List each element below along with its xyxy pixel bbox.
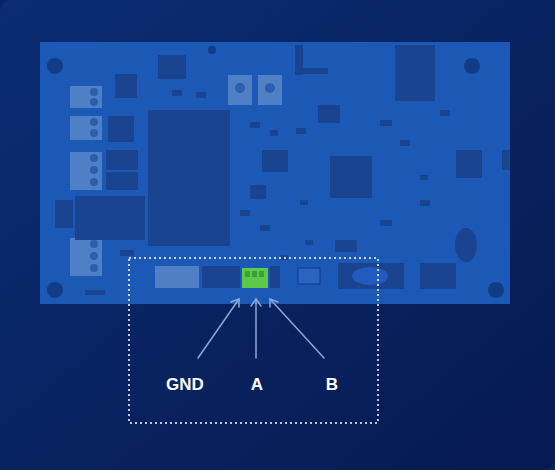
fuse xyxy=(55,200,73,228)
chip xyxy=(158,55,186,79)
regulator xyxy=(108,116,134,142)
capacitor xyxy=(106,172,138,190)
terminal-screws xyxy=(235,83,275,93)
mounting-hole xyxy=(464,58,480,74)
screw-terminal xyxy=(155,266,199,288)
chip xyxy=(395,45,435,101)
capacitor xyxy=(106,150,138,170)
regulator xyxy=(115,74,137,98)
terminal-screws xyxy=(245,271,264,277)
screw-terminal xyxy=(70,116,102,140)
chip xyxy=(420,263,456,289)
mounting-hole xyxy=(47,58,63,74)
pin-label: A xyxy=(251,375,263,395)
screw-terminal xyxy=(70,152,102,190)
mounting-hole xyxy=(47,282,63,298)
leader-lines xyxy=(198,299,324,358)
relay xyxy=(75,196,145,240)
pin-label: GND xyxy=(166,375,204,395)
chip xyxy=(318,105,340,123)
microcontroller xyxy=(330,156,372,198)
header xyxy=(300,68,328,74)
chip xyxy=(250,185,266,199)
chip xyxy=(456,150,482,178)
pcb-board xyxy=(40,42,510,304)
transformer xyxy=(148,110,230,246)
header xyxy=(502,150,510,170)
screw-terminal xyxy=(228,75,252,105)
mounting-hole xyxy=(488,282,504,298)
pin-label: B xyxy=(326,375,338,395)
battery-holder xyxy=(338,263,404,289)
mounting-hole xyxy=(208,46,216,54)
connector xyxy=(270,266,280,288)
buzzer xyxy=(455,228,477,262)
terminal-screws xyxy=(90,88,98,272)
chip xyxy=(335,240,357,252)
connector xyxy=(202,266,240,288)
screw-terminal xyxy=(258,75,282,105)
screw-terminal xyxy=(70,238,102,276)
screw-terminal xyxy=(70,86,102,108)
battery-cell xyxy=(352,267,388,285)
highlight-frame xyxy=(129,258,378,423)
smd-parts xyxy=(85,90,450,295)
chip xyxy=(262,150,288,172)
rs485-terminal xyxy=(242,268,268,288)
usb-port xyxy=(298,268,320,284)
